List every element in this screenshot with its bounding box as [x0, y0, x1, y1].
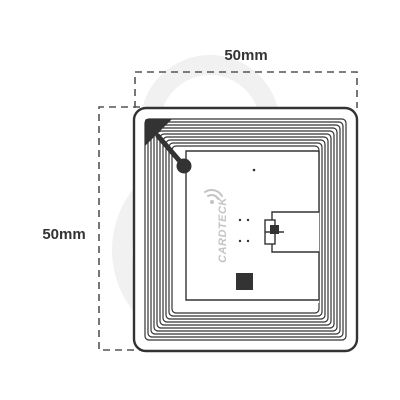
brand-name: CARDTECK — [217, 197, 229, 263]
height-label: 50mm — [42, 226, 85, 243]
dimension-guides — [98, 71, 358, 351]
coil-loop — [144, 118, 347, 341]
chip-connector — [264, 219, 284, 245]
rfid-chip — [236, 273, 253, 290]
coil-loop — [162, 136, 329, 323]
corner-wedge — [145, 119, 172, 146]
test-dots — [238, 168, 256, 243]
height-dimension-line — [98, 106, 140, 351]
width-dimension-line — [134, 71, 358, 108]
coil-loop — [165, 139, 326, 320]
coil-loop — [156, 130, 335, 329]
wireless-signal-icon — [204, 189, 223, 204]
coil-loop — [150, 124, 341, 335]
width-label: 50mm — [224, 47, 267, 64]
contact-pad — [176, 158, 192, 174]
coil-loop — [153, 127, 338, 332]
coil-loop — [159, 133, 332, 326]
coil-loop — [147, 121, 344, 338]
coil-loop — [168, 142, 323, 317]
